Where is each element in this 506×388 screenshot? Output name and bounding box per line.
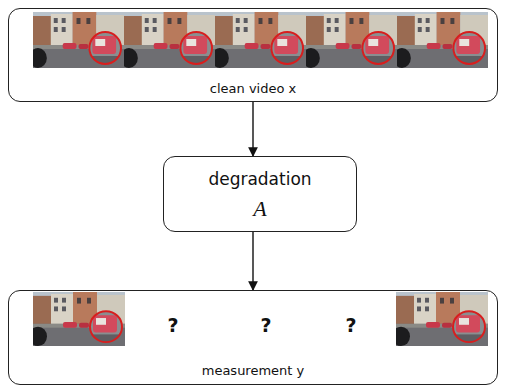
output-box: measurement y??? [8,290,498,385]
operator-symbol: A [164,196,356,222]
missing-frame-mark: ? [167,314,178,336]
node-label: degradation [164,169,356,189]
missing-frame-mark: ? [345,314,356,336]
flow-arrow [252,232,253,290]
flow-arrow [252,102,253,156]
node-label: measurement y [9,363,497,378]
missing-frame-mark: ? [260,314,271,336]
input-box: clean video x [8,8,498,102]
node-label: clean video x [9,81,497,96]
process-box: degradationA [163,156,357,232]
